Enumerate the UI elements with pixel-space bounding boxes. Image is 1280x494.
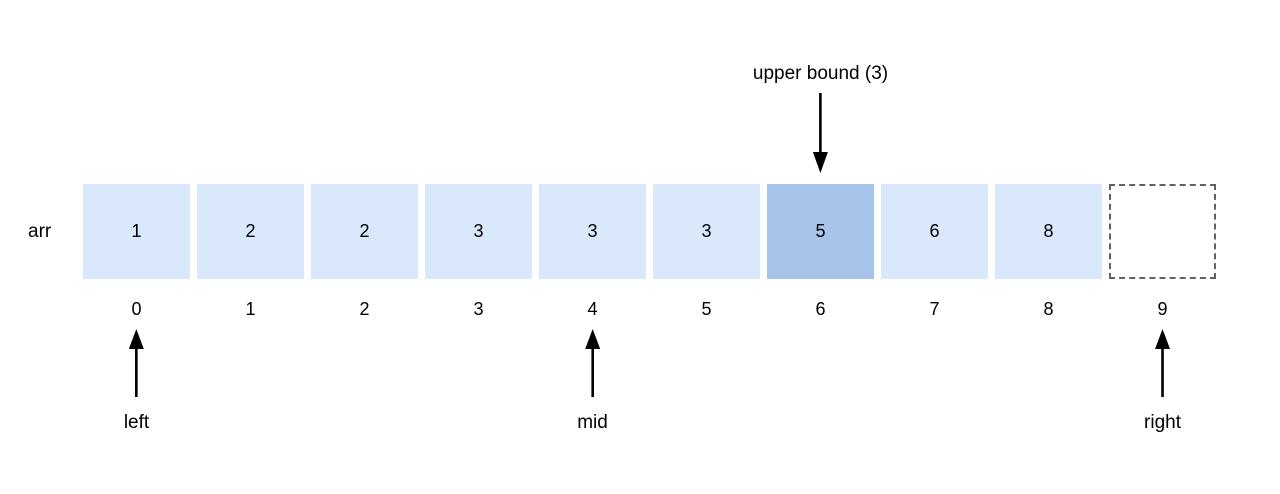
array-cell-column: 5 6 (767, 184, 874, 319)
cell-value: 1 (131, 221, 142, 241)
array-cell: 8 (995, 184, 1102, 279)
cell-value: 3 (473, 221, 484, 241)
cell-index: 7 (929, 299, 940, 319)
array-cell-column: 8 8 (995, 184, 1102, 319)
array-cell-column: 2 1 (197, 184, 304, 319)
arrow-down-icon (813, 93, 828, 173)
pointer-label: upper bound (3) (752, 63, 889, 84)
array-cell: 3 (653, 184, 760, 279)
pointer-label: right (1144, 412, 1181, 433)
cell-value: 8 (1043, 221, 1054, 241)
cell-index: 9 (1157, 299, 1168, 319)
pointer-label: left (123, 412, 150, 433)
cell-index: 3 (473, 299, 484, 319)
array-cell-column: 3 4 (539, 184, 646, 319)
cell-value: 3 (701, 221, 712, 241)
cell-index: 5 (701, 299, 712, 319)
array-cell-column: 3 5 (653, 184, 760, 319)
array-cell: 1 (83, 184, 190, 279)
cell-index: 8 (1043, 299, 1054, 319)
array-cell: 6 (881, 184, 988, 279)
cell-index: 1 (245, 299, 256, 319)
array-name-label: arr (28, 221, 52, 242)
array-cell-column: 6 7 (881, 184, 988, 319)
cell-value: 6 (929, 221, 940, 241)
array-cell-column: 1 0 (83, 184, 190, 319)
array-cell-column: 3 3 (425, 184, 532, 319)
cell-index: 4 (587, 299, 598, 319)
arrow-up-icon (1155, 329, 1170, 397)
array-row: 1 0 2 1 2 2 3 3 3 4 3 5 5 6 (83, 184, 1216, 319)
pointer-above: upper bound (3) (753, 62, 888, 174)
pointer-below: mid (577, 328, 608, 434)
cell-value: 3 (587, 221, 598, 241)
array-cell: 2 (311, 184, 418, 279)
array-cell: 3 (539, 184, 646, 279)
cell-index: 6 (815, 299, 826, 319)
arrow-up-icon (128, 329, 144, 397)
array-cell: 3 (425, 184, 532, 279)
cell-value: 5 (815, 221, 826, 241)
array-cell: 2 (197, 184, 304, 279)
array-cell (1109, 184, 1216, 279)
cell-value: 2 (245, 221, 256, 241)
arrow-up-icon (585, 329, 600, 397)
pointer-below: right (1144, 328, 1181, 434)
cell-index: 0 (131, 299, 142, 319)
pointer-below: left (124, 328, 149, 434)
array-cell: 5 (767, 184, 874, 279)
pointer-label: mid (577, 412, 608, 433)
array-cell-column: 2 2 (311, 184, 418, 319)
cell-index: 2 (359, 299, 370, 319)
array-cell-column: 9 (1109, 184, 1216, 319)
cell-value: 2 (359, 221, 370, 241)
